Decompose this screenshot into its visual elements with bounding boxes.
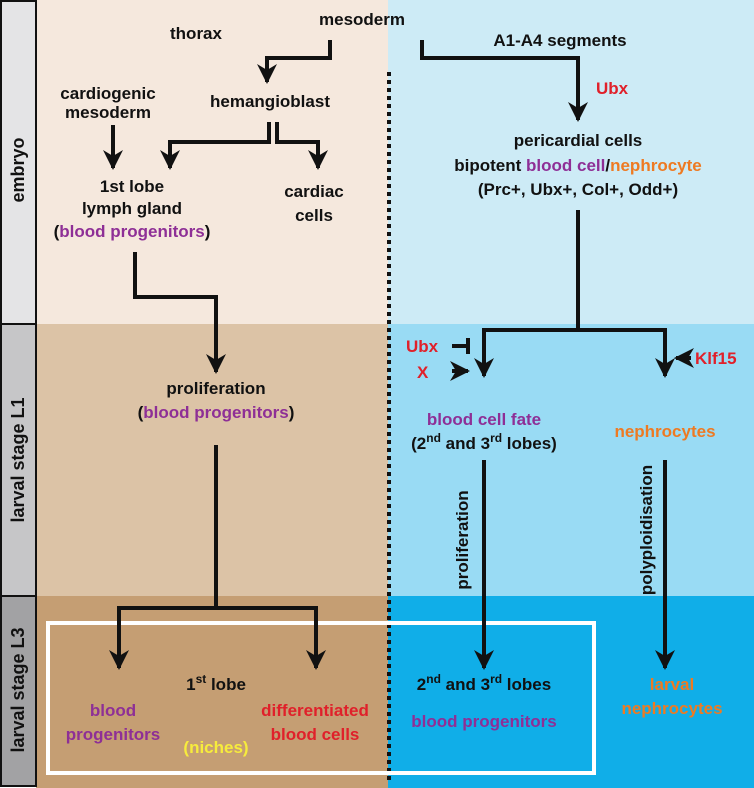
label-x: X [417,363,429,382]
stage-label-l1: larval stage L1 [8,397,28,522]
label-cardiogenic-mesoderm: mesoderm [65,103,151,122]
arrow-hemangioblast-to-lobe1 [160,122,271,170]
label-l3-2nd-3rd-lobes: 2nd and 3rd lobes [417,672,551,694]
embryo-left-panel [36,0,388,324]
label-blood-cell-fate: blood cell fate [427,410,541,429]
label-ubx-embryo: Ubx [596,79,629,98]
embryo-right-panel [388,0,754,324]
arrow-lobe1-to-proliferation [133,252,226,374]
label-l3-1st-lobe: 1st lobe [186,672,246,694]
label-klf15: Klf15 [695,349,737,368]
sidebar-l1 [0,323,37,597]
arrow-to-blood-cell-fate [474,328,578,378]
sidebar-l3 [0,595,37,787]
label-blood-cells: blood cells [271,725,360,744]
l3-right-panel [388,596,754,788]
arrow-mesoderm-to-pericardial [420,40,588,122]
label-cardiogenic: cardiogenic [60,84,155,103]
label-l3-progenitors: progenitors [66,725,160,744]
arrow-to-l3-differentiated [216,606,326,670]
arrow-mesoderm-to-hemangioblast [257,40,332,84]
label-mesoderm: mesoderm [319,10,405,29]
label-differentiated: differentiated [261,701,369,720]
label-larval: larval [650,675,694,694]
label-hemangioblast: hemangioblast [210,92,330,111]
label-lymph-gland: lymph gland [82,199,182,218]
arrow-to-l3-blood-progenitors [109,606,216,670]
label-2nd-3rd-lobes: (2nd and 3rd lobes) [411,431,557,453]
stage-label-l3: larval stage L3 [8,627,28,752]
label-pericardial-cells: pericardial cells [514,131,643,150]
l3-left-panel [36,596,388,788]
label-niches: (niches) [183,738,248,757]
l1-right-panel [388,324,754,596]
sidebar-embryo [0,0,37,325]
label-l3-blood-progenitors: blood progenitors [411,712,556,731]
l3-lymph-gland-box [46,621,596,775]
arrow-hemangioblast-to-cardiac [275,122,328,170]
label-markers: (Prc+, Ubx+, Col+, Odd+) [478,180,678,199]
arrow-to-nephrocytes [578,328,675,378]
stage-label-embryo: embryo [8,137,28,202]
label-blood-progenitors-l1: (blood progenitors) [138,403,295,422]
label-cells: cells [295,206,333,225]
label-bipotent: bipotent blood cell/nephrocyte [454,156,701,175]
label-polyploidisation: polyploidisation [637,465,656,595]
label-cardiac: cardiac [284,182,344,201]
label-proliferation-vertical: proliferation [453,490,472,589]
label-ubx-l1: Ubx [406,337,439,356]
label-a1-a4-segments: A1-A4 segments [493,31,626,50]
label-l3-blood: blood [90,701,136,720]
label-larval-nephrocytes: nephrocytes [621,699,722,718]
label-blood-progenitors-embryo: (blood progenitors) [54,222,211,241]
label-nephrocytes: nephrocytes [614,422,715,441]
l1-left-panel [36,324,388,596]
label-proliferation: proliferation [166,379,265,398]
label-1st-lobe: 1st lobe [100,177,164,196]
label-thorax: thorax [170,24,223,43]
